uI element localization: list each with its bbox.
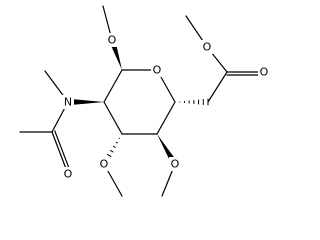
atom-label-N_amide: N [64, 96, 72, 109]
atom-label-O_carbonyl_amide: O [64, 168, 73, 181]
bond-c5-ch2-hash [179, 98, 209, 106]
atom-label-O_methoxy_C3: O [100, 158, 109, 171]
bond-c5-c4 [156, 101, 176, 135]
atom-label-O_ring: O [153, 64, 162, 77]
atom-label-bg-O_methoxy_C4 [169, 157, 181, 171]
atom-label-O_ester_single: O [203, 41, 212, 54]
bond-c2-c1 [103, 69, 123, 103]
atom-label-bg-O_methoxy_C3 [98, 157, 110, 171]
atom-label-O_methoxy_C4: O [171, 158, 180, 171]
atom-label-bg-N_amide [62, 95, 74, 109]
atom-label-layer: O N O O O O O O [62, 33, 270, 181]
molecule-svg: O N O O O O O O [19, 5, 270, 197]
bond-c3-c2 [103, 101, 123, 135]
atom-label-bg-O_ring [151, 63, 163, 77]
bond-c2-n-wedge [68, 98, 104, 106]
atom-label-O_ester_carbonyl: O [260, 66, 269, 79]
bond-layer [19, 5, 265, 197]
bond-ch2-cester [207, 71, 228, 103]
atom-label-O_methoxy_C1: O [108, 34, 117, 47]
atom-label-bg-O_methoxy_C1 [106, 33, 118, 47]
atom-label-bg-O_carbonyl_amide [62, 167, 74, 181]
structure-drawing: O N O O O O O O [19, 5, 270, 197]
atom-label-bg-O_ester_carbonyl [258, 65, 270, 79]
atom-label-bg-O_ester_single [201, 40, 213, 54]
bond-camide-ocarbonyl-b [54, 130, 72, 174]
